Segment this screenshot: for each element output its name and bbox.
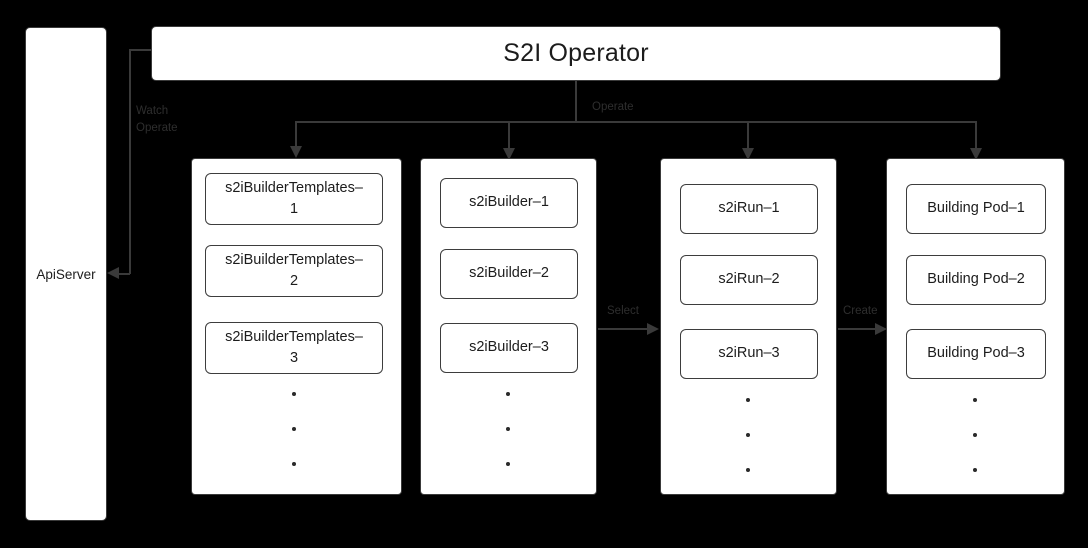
s2ibuilder-item-2[interactable]: s2iBuilder–2 <box>440 249 578 299</box>
create-label: Create <box>843 305 878 317</box>
operate-branch-2-arrowhead-icon <box>503 148 515 160</box>
operate-branch-2 <box>508 121 510 149</box>
operate-bus-horizontal <box>296 121 977 123</box>
ellipsis-dot <box>292 427 296 431</box>
s2i-operator-title: S2I Operator <box>503 39 649 67</box>
select-label: Select <box>607 305 639 317</box>
ellipsis-dot <box>973 468 977 472</box>
s2irun-item-3[interactable]: s2iRun–3 <box>680 329 818 379</box>
watch-operate-connector-bottom <box>118 273 130 275</box>
s2ibuilder-ellipsis <box>505 392 511 466</box>
s2irun-ellipsis <box>745 398 751 472</box>
create-connector <box>838 328 876 330</box>
operate-label: Operate <box>592 101 634 113</box>
watch-operate-arrowhead-icon <box>107 267 119 279</box>
s2ibuildertemplates-item-1[interactable]: s2iBuilderTemplates– 1 <box>205 173 383 225</box>
ellipsis-dot <box>292 392 296 396</box>
ellipsis-dot <box>746 433 750 437</box>
select-connector <box>598 328 648 330</box>
ellipsis-dot <box>746 468 750 472</box>
ellipsis-dot <box>746 398 750 402</box>
ellipsis-dot <box>973 433 977 437</box>
s2ibuildertemplates-item-2[interactable]: s2iBuilderTemplates– 2 <box>205 245 383 297</box>
ellipsis-dot <box>973 398 977 402</box>
s2ibuilder-item-1[interactable]: s2iBuilder–1 <box>440 178 578 228</box>
s2irun-item-1[interactable]: s2iRun–1 <box>680 184 818 234</box>
operate-branch-4-arrowhead-icon <box>970 148 982 160</box>
watch-operate-connector-top <box>129 49 152 51</box>
s2ibuildertemplates-item-3[interactable]: s2iBuilderTemplates– 3 <box>205 322 383 374</box>
s2irun-item-2[interactable]: s2iRun–2 <box>680 255 818 305</box>
ellipsis-dot <box>506 462 510 466</box>
ellipsis-dot <box>292 462 296 466</box>
apiserver-box[interactable]: ApiServer <box>25 27 107 521</box>
operate-branch-4 <box>975 121 977 149</box>
select-arrowhead-icon <box>647 323 659 335</box>
watch-operate-connector-vertical <box>129 49 131 274</box>
building-pod-item-1[interactable]: Building Pod–1 <box>906 184 1046 234</box>
ellipsis-dot <box>506 427 510 431</box>
s2ibuildertemplates-ellipsis <box>291 392 297 466</box>
building-pod-item-3[interactable]: Building Pod–3 <box>906 329 1046 379</box>
ellipsis-dot <box>506 392 510 396</box>
operate-branch-1-arrowhead-icon <box>290 146 302 158</box>
operate-branch-3-arrowhead-icon <box>742 148 754 160</box>
s2i-operator-box[interactable]: S2I Operator <box>151 26 1001 81</box>
operate-branch-1 <box>295 121 297 147</box>
s2ibuilder-item-3[interactable]: s2iBuilder–3 <box>440 323 578 373</box>
apiserver-label: ApiServer <box>36 266 96 282</box>
operate-stub-vertical <box>575 81 577 122</box>
watch-operate-label: Watch Operate <box>136 105 178 134</box>
create-arrowhead-icon <box>875 323 887 335</box>
operate-branch-3 <box>747 121 749 149</box>
building-pod-item-2[interactable]: Building Pod–2 <box>906 255 1046 305</box>
building-pod-ellipsis <box>972 398 978 472</box>
